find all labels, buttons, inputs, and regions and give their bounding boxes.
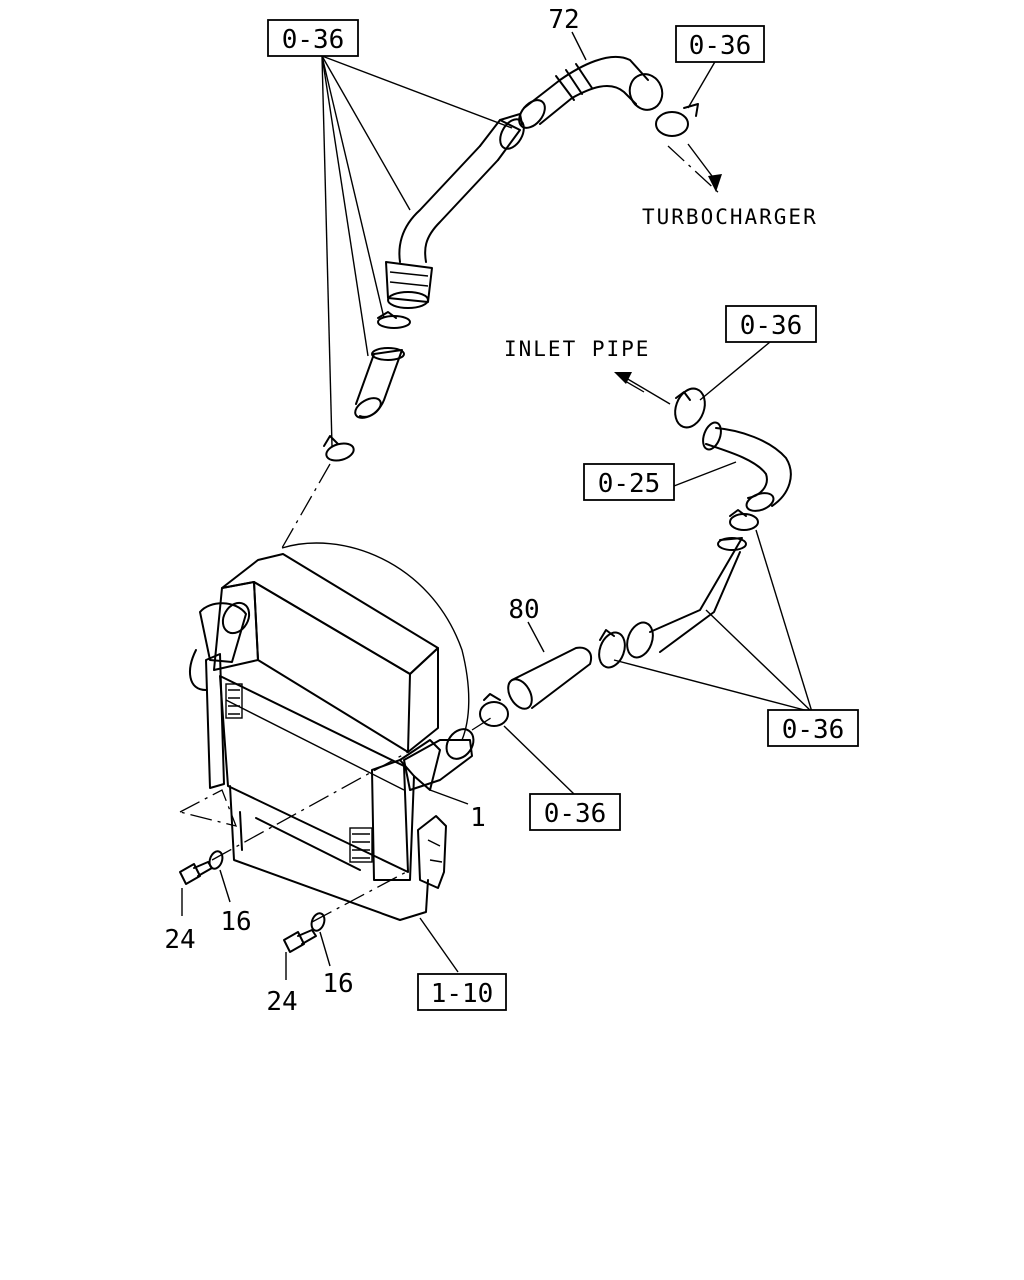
- upper-bent-pipe: [385, 119, 521, 309]
- part-number-1: 1: [470, 803, 486, 833]
- ref-box-0-36-top-left: 0-36: [267, 19, 359, 57]
- ref-label: 0-36: [782, 715, 845, 745]
- ref-label: 0-36: [740, 311, 803, 341]
- part-number-24-upper: 24: [164, 925, 195, 955]
- turbocharger-arrow: [687, 143, 722, 192]
- ref-label: 1-10: [431, 979, 494, 1009]
- part-number-80: 80: [508, 595, 539, 625]
- ref-box-0-25: 0-25: [583, 463, 675, 501]
- data-plate-right: [349, 827, 373, 863]
- part-number-16-lower: 16: [322, 969, 353, 999]
- turbocharger-label: TURBOCHARGER: [642, 205, 818, 229]
- elbow-hose: [702, 421, 792, 512]
- ref-box-1-10: 1-10: [417, 973, 507, 1011]
- hose-clamps: [323, 103, 759, 727]
- inlet-pipe-arrow: [614, 372, 671, 405]
- part-number-16-upper: 16: [220, 907, 251, 937]
- ref-label: 0-25: [598, 469, 661, 499]
- ref-label: 0-36: [689, 31, 752, 61]
- washer-lower: [310, 912, 326, 932]
- bolt-lower: [283, 929, 317, 953]
- ref-box-0-36-lower: 0-36: [529, 793, 621, 831]
- ref-box-0-36-top-right: 0-36: [675, 25, 765, 63]
- part-number-72: 72: [548, 5, 579, 35]
- washer-upper: [208, 850, 224, 870]
- hose-80: [507, 646, 592, 710]
- ref-label: 0-36: [282, 25, 345, 55]
- leader-lines: [181, 31, 813, 980]
- center-lines: [179, 145, 721, 923]
- upper-hose-stub: [354, 347, 405, 419]
- inlet-pipe-label: INLET PIPE: [504, 337, 650, 361]
- part-number-24-lower: 24: [266, 987, 297, 1017]
- lower-bent-pipe: [626, 537, 747, 659]
- data-plate-left: [225, 683, 243, 719]
- intercooler-core: [189, 542, 475, 921]
- ref-box-0-36-inlet: 0-36: [725, 305, 817, 343]
- ref-label: 0-36: [544, 799, 607, 829]
- bolt-upper: [179, 861, 213, 885]
- ref-box-0-36-lower-right: 0-36: [767, 709, 859, 747]
- pipe-72: [518, 55, 664, 129]
